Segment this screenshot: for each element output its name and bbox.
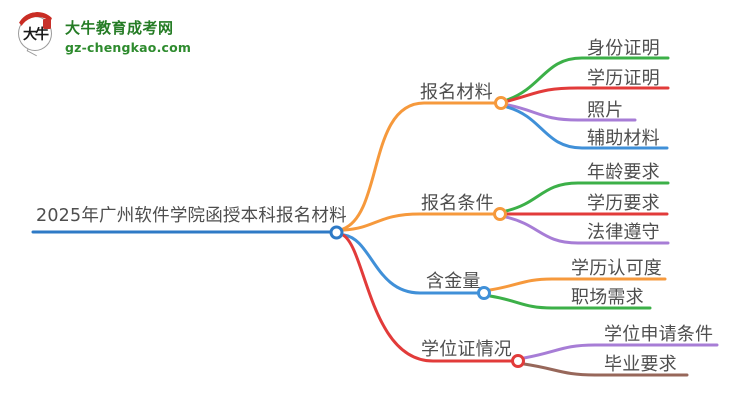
- branch-connector: [341, 233, 514, 363]
- logo-bubble-text: 大牛: [23, 26, 49, 43]
- leaf-node-label: 学位申请条件: [604, 324, 714, 345]
- branch-node-circle: [511, 354, 525, 368]
- branch-connector: [342, 212, 496, 232]
- leaf-node-label: 年龄要求: [587, 162, 660, 183]
- leaf-connector: [505, 105, 669, 150]
- leaf-connector: [505, 56, 670, 102]
- branch-node-label: 学位证情况: [421, 339, 512, 360]
- branch-node-circle: [494, 96, 508, 110]
- logo-bubble-icon: 大牛: [13, 9, 62, 60]
- leaf-connector: [506, 86, 670, 103]
- leaf-connector: [506, 103, 637, 122]
- logo-site-url: gz-chengkao.com: [65, 40, 192, 55]
- leaf-node-label: 学历证明: [587, 68, 660, 89]
- leaf-connector: [522, 362, 689, 377]
- site-logo: 大牛 大牛教育成考网 gz-chengkao.com: [13, 9, 191, 60]
- leaf-connector: [504, 181, 670, 213]
- leaf-node-label: 职场需求: [571, 287, 644, 308]
- logo-red-seal-icon: [43, 19, 51, 29]
- leaf-node-label: 辅助材料: [587, 128, 660, 149]
- leaf-node-label: 法律遵守: [587, 222, 660, 243]
- leaf-node-label: 学历认可度: [571, 258, 662, 279]
- root-node-circle: [329, 225, 344, 240]
- branch-node-label: 报名条件: [421, 193, 494, 214]
- leaf-node-label: 照片: [587, 100, 624, 121]
- branch-connector: [342, 233, 480, 295]
- branch-node-circle: [477, 286, 491, 300]
- leaf-node-label: 学历要求: [587, 193, 660, 214]
- leaf-connector: [488, 294, 652, 310]
- branch-node-circle: [493, 207, 507, 221]
- leaf-connector: [504, 215, 670, 245]
- branch-node-label: 报名材料: [420, 82, 493, 103]
- logo-text-block: 大牛教育成考网 gz-chengkao.com: [65, 12, 191, 60]
- branch-connector: [341, 101, 497, 231]
- leaf-connector: [488, 277, 667, 292]
- leaf-node-label: 毕业要求: [604, 354, 677, 375]
- branch-node-label: 含金量: [426, 271, 481, 292]
- leaf-connector: [522, 343, 719, 360]
- logo-site-name: 大牛教育成考网: [65, 19, 174, 37]
- leaf-node-label: 身份证明: [587, 38, 660, 59]
- root-node-label: 2025年广州软件学院函授本科报名材料: [36, 206, 347, 226]
- logo-red-arc-icon: [13, 9, 62, 60]
